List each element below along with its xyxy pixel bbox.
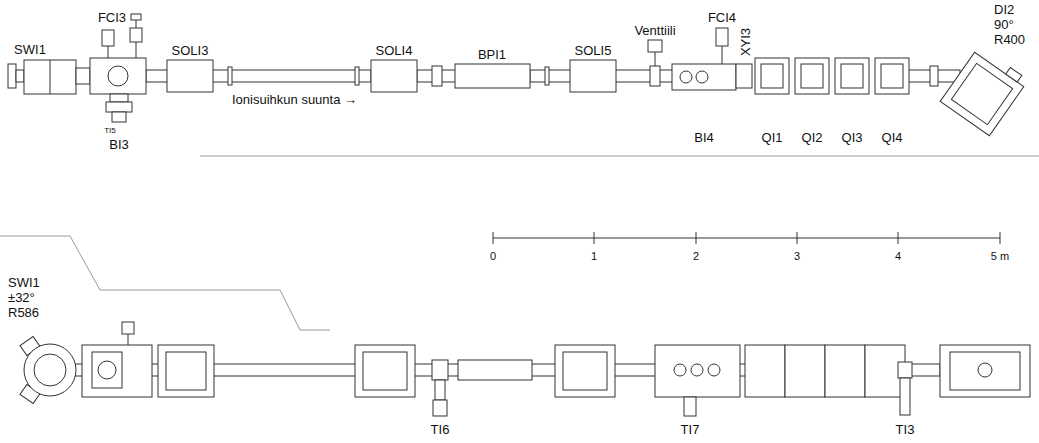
part-label: XYI3 [738,28,753,56]
part-label: TI6 [431,422,450,437]
part-label: SOLI3 [172,43,209,58]
part-label: SWI1 [14,42,46,57]
part-label: SOLI5 [575,43,612,58]
part-label: FCI3 [98,10,126,25]
part-label: QI1 [762,130,783,145]
part-label: BI3 [109,137,129,152]
scale-number: 3 [794,250,800,263]
scale-number: 1 [591,250,597,263]
part-label: TI7 [681,422,700,437]
scale-number: 5 m [991,250,1009,263]
magnet-label: SWI1 ±32° R586 [8,275,40,320]
scale-number: 0 [490,250,496,263]
part-label: SOLI4 [376,43,413,58]
scale-number: 4 [895,250,901,263]
direction-note: Ionisuihkun suunta → [232,92,357,107]
part-label: QI2 [802,130,823,145]
magnet-label: DI2 90° R400 [994,2,1025,47]
part-label: FCI4 [708,10,736,25]
part-label: TI3 [896,422,915,437]
part-label: Venttiili [634,23,675,38]
part-label: BPI1 [478,47,506,62]
part-label: QI4 [882,130,903,145]
part-label: TI5 [104,126,116,136]
scale-number: 2 [693,250,699,263]
part-label: BI4 [694,130,714,145]
part-label: QI3 [842,130,863,145]
